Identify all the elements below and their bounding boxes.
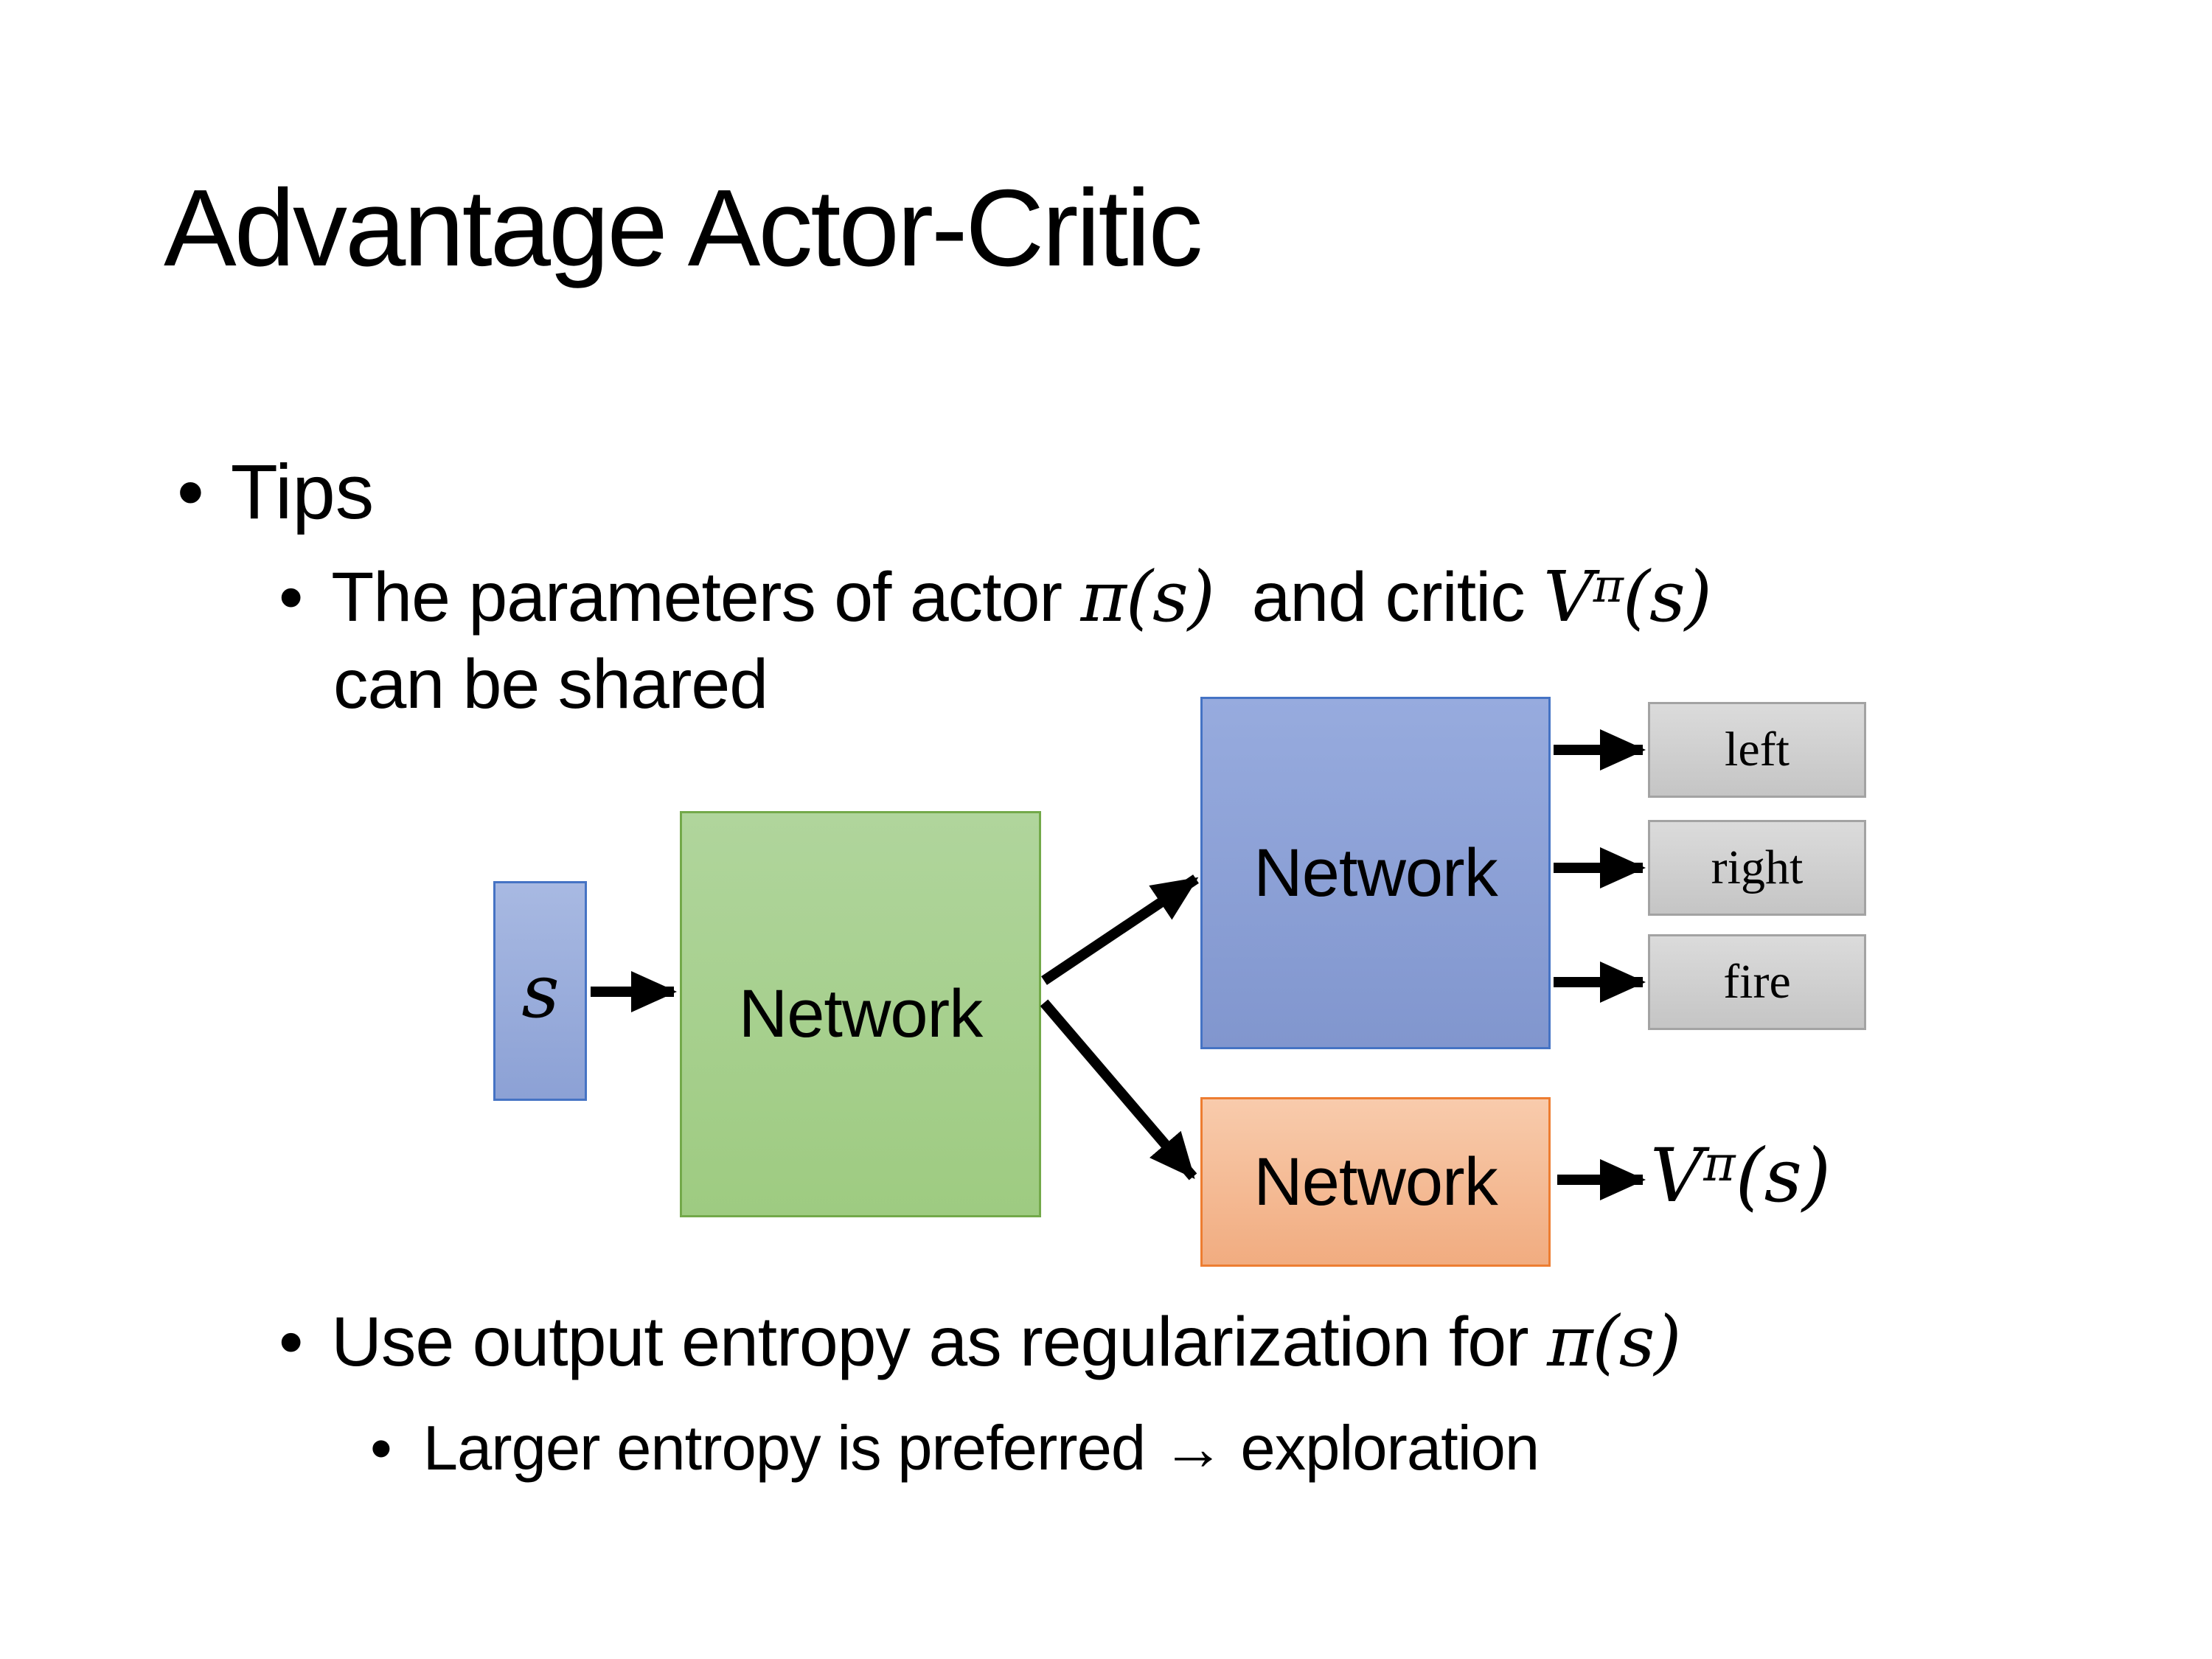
bullet-tips: • Tips <box>177 449 375 535</box>
value-output-label: Vπ(s) <box>1650 1139 1831 1213</box>
critic-network-label: Network <box>1253 1144 1498 1220</box>
critic-network-box: Network <box>1200 1097 1551 1267</box>
actor-network-box: Network <box>1200 697 1551 1049</box>
shared-network-box: Network <box>680 811 1041 1217</box>
math-v-superscript-pi: π <box>1593 558 1624 613</box>
exploration-text: Larger entropy is preferred → exploratio… <box>422 1413 1540 1484</box>
bullet-parameters-line2: can be shared <box>333 645 768 723</box>
bullet-parameters-shared: • The parameters of actor π(s) and critic… <box>279 558 1712 636</box>
bullet-dot-icon: • <box>279 558 303 636</box>
action-label-fire: fire <box>1723 955 1791 1009</box>
action-label-left: left <box>1725 723 1790 776</box>
state-label: s <box>521 947 559 1034</box>
bullet-dot-icon: • <box>370 1413 392 1484</box>
arrow-shared-to-actor <box>1041 874 1199 985</box>
math-pi-s: π(s) <box>1080 557 1214 638</box>
action-box-left: left <box>1648 702 1866 798</box>
value-args: (s) <box>1735 1133 1831 1219</box>
action-label-right: right <box>1711 841 1804 894</box>
entropy-text: Use output entropy as regularization for <box>331 1303 1548 1381</box>
shared-network-label: Network <box>738 976 983 1051</box>
bullet-exploration: • Larger entropy is preferred → explorati… <box>370 1413 1540 1484</box>
actor-network-label: Network <box>1253 835 1498 911</box>
slide-title: Advantage Actor-Critic <box>164 167 1203 289</box>
action-box-right: right <box>1648 820 1866 916</box>
state-input-box: s <box>493 881 587 1101</box>
math-v-args: (s) <box>1622 557 1712 638</box>
math-pi-s: π(s) <box>1547 1301 1681 1382</box>
bullet-entropy-regularization: • Use output entropy as regularization fo… <box>279 1303 1681 1381</box>
bullet-dot-icon: • <box>279 1303 303 1381</box>
action-box-fire: fire <box>1648 934 1866 1030</box>
tips-label: Tips <box>230 449 375 535</box>
value-superscript-pi: π <box>1703 1135 1736 1193</box>
bullet-dot-icon: • <box>177 449 204 535</box>
parameters-text: The parameters of actor <box>331 558 1081 636</box>
math-v: V <box>1543 557 1594 638</box>
arrow-shared-to-critic <box>1040 999 1197 1180</box>
parameters-text-mid: and critic <box>1214 558 1544 636</box>
value-v: V <box>1650 1133 1704 1219</box>
